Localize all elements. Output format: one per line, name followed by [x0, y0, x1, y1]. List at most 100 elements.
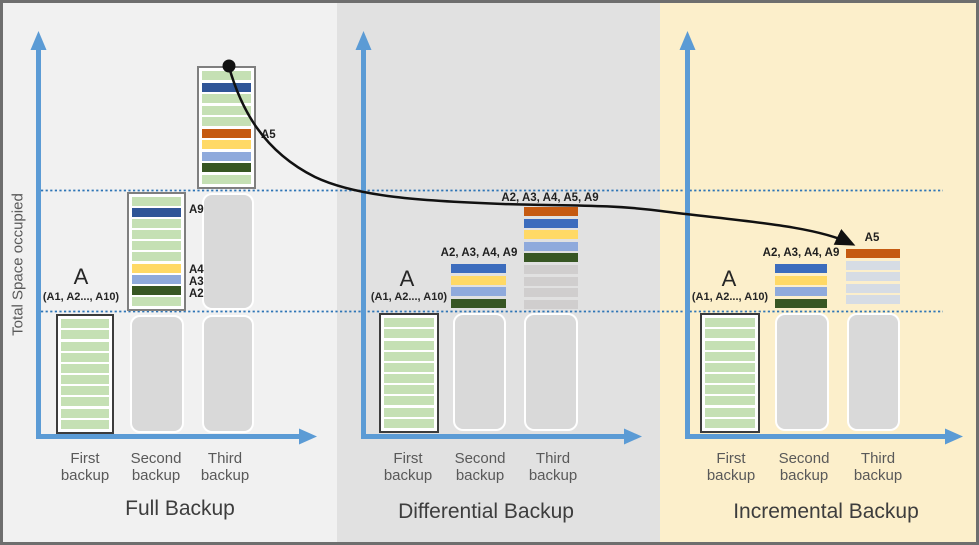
- block-label-a9: A9: [189, 204, 204, 216]
- column-label-line2: backup: [383, 467, 433, 484]
- stripe-lightblue: [202, 151, 251, 161]
- stripe-blue: [451, 264, 506, 273]
- stripe-paleblue: [846, 295, 900, 305]
- stripe-lightgreen: [705, 396, 755, 406]
- stripe-lightgreen: [705, 340, 755, 350]
- stripe-lightgreen: [61, 330, 109, 340]
- stripe-lightgreen: [202, 105, 251, 115]
- full-first-backup-bar: [56, 314, 114, 434]
- occupied-space-block: [130, 315, 184, 433]
- diff-third-content-label: A2, A3, A4, A5, A9: [501, 192, 599, 204]
- stripe-lightblue: [132, 274, 181, 284]
- stripe-lightgreen: [202, 94, 251, 104]
- occupied-space-block: [453, 313, 506, 431]
- stripe-darkblue: [202, 82, 251, 92]
- stripe-yellow: [132, 263, 181, 273]
- stripe-lightgreen: [384, 351, 434, 361]
- stripe-lightgreen: [202, 71, 251, 81]
- occupied-space-block: [847, 313, 900, 431]
- stripe-lightgreen: [61, 419, 109, 429]
- stripe-lightgreen: [705, 351, 755, 361]
- block-label-a5: A5: [261, 129, 276, 141]
- stripe-lightgreen: [705, 329, 755, 339]
- stripe-darkgreen: [202, 163, 251, 173]
- stripe-lightgreen: [384, 374, 434, 384]
- differential-first-backup-bar: [379, 313, 439, 433]
- stripe-orange: [846, 249, 900, 258]
- stripe-lightgreen: [132, 197, 181, 207]
- block-label-a3: A3: [189, 276, 204, 288]
- column-label-line2: backup: [60, 467, 110, 484]
- full-second-backup-bar: [127, 192, 186, 311]
- column-label-third: Third backup: [529, 450, 577, 484]
- stripe-paleblue: [846, 260, 900, 270]
- full-dataset-label: A: [73, 264, 89, 289]
- column-label-line1: Second: [778, 450, 830, 467]
- block-label-a2: A2: [189, 288, 204, 300]
- stripe-lightgreen: [61, 397, 109, 407]
- stripe-darkgreen: [775, 298, 827, 308]
- column-label-third: Third backup: [854, 450, 902, 484]
- stripe-gray: [524, 264, 578, 274]
- stripe-lightgreen: [61, 352, 109, 362]
- stripe-lightgreen: [384, 329, 434, 339]
- occupied-space-block: [775, 313, 829, 431]
- panel-title-incremental: Incremental Backup: [733, 500, 919, 523]
- occupied-space-block: [524, 313, 578, 431]
- stripe-lightgreen: [705, 318, 755, 328]
- y-axis-title: Total Space occupied: [9, 193, 27, 336]
- stripe-gray: [524, 276, 578, 286]
- stripe-lightgreen: [61, 386, 109, 396]
- stripe-lightgreen: [61, 319, 109, 329]
- stripe-paleblue: [846, 272, 900, 282]
- stripe-lightgreen: [705, 418, 755, 428]
- column-label-line2: backup: [455, 467, 505, 484]
- differential-third-backup-stack: [524, 207, 578, 309]
- column-label-line1: Second: [454, 450, 506, 467]
- stripe-lightblue: [524, 241, 578, 251]
- column-label-second: Second backup: [779, 450, 830, 484]
- stripe-lightblue: [451, 287, 506, 297]
- column-label-line2: backup: [779, 467, 829, 484]
- column-label-line2: backup: [706, 467, 756, 484]
- column-label-line2: backup: [200, 467, 250, 484]
- stripe-darkgreen: [132, 285, 181, 295]
- stripe-lightgreen: [61, 375, 109, 385]
- column-label-first: First backup: [61, 450, 109, 484]
- stripe-lightgreen: [384, 418, 434, 428]
- differential-dataset-sublabel: (A1, A2..., A10): [370, 291, 448, 303]
- stripe-darkblue: [132, 208, 181, 218]
- column-label-second: Second backup: [131, 450, 182, 484]
- panel-title-full: Full Backup: [125, 497, 235, 520]
- stripe-gray: [524, 299, 578, 309]
- stripe-lightgreen: [132, 252, 181, 262]
- incr-second-content-label: A2, A3, A4, A9: [762, 247, 840, 259]
- stripe-lightgreen: [132, 241, 181, 251]
- stripe-yellow: [451, 275, 506, 285]
- stripe-blue: [775, 264, 827, 273]
- incremental-dataset-label: A: [721, 266, 737, 291]
- occupied-space-block: [202, 315, 254, 433]
- column-label-third: Third backup: [201, 450, 249, 484]
- column-label-line1: First: [716, 450, 746, 467]
- stripe-lightgreen: [384, 385, 434, 395]
- stripe-lightgreen: [132, 219, 181, 229]
- block-label-a4: A4: [189, 264, 204, 276]
- occupied-space-block: [202, 193, 254, 310]
- stripe-lightgreen: [384, 362, 434, 372]
- stripe-yellow: [202, 140, 251, 150]
- column-label-line2: backup: [853, 467, 903, 484]
- stripe-gray: [524, 288, 578, 298]
- diff-second-content-label: A2, A3, A4, A9: [440, 247, 518, 259]
- stripe-darkgreen: [524, 253, 578, 263]
- stripe-lightgreen: [384, 407, 434, 417]
- stripe-lightgreen: [61, 408, 109, 418]
- incr-third-content-label: A5: [864, 232, 880, 244]
- stripe-paleblue: [846, 283, 900, 293]
- incremental-second-backup-stack: [775, 264, 827, 308]
- stripe-lightgreen: [132, 230, 181, 240]
- column-label-first: First backup: [384, 450, 432, 484]
- column-label-line2: backup: [528, 467, 578, 484]
- stripe-darkgreen: [451, 298, 506, 308]
